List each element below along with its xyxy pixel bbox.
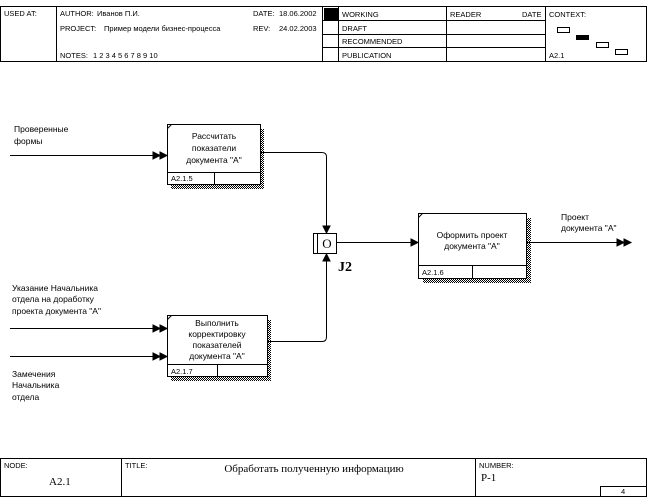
- arrow-label-line: Проект: [561, 212, 589, 222]
- arrowhead: [152, 352, 162, 361]
- node-label: NODE:: [4, 461, 28, 470]
- number-label: NUMBER:: [479, 461, 514, 470]
- arrowhead: [159, 324, 169, 333]
- arrow-label-line: Указание Начальника: [12, 283, 98, 293]
- activity-ref: A2.1.5: [171, 174, 193, 183]
- context-label: CONTEXT:: [549, 10, 586, 19]
- activity-label-line: Выполнить: [195, 318, 239, 328]
- author-label: AUTHOR:: [60, 9, 94, 18]
- activity-box-prepare[interactable]: Оформить проект документа "А" A2.1.6: [418, 213, 532, 284]
- activity-ref: A2.1.7: [171, 367, 193, 376]
- arrowhead: [616, 238, 626, 247]
- activity-label-line: показатели: [192, 143, 237, 153]
- activity-label-line: документа "А": [444, 241, 500, 251]
- arrowhead: [152, 324, 162, 333]
- arrowhead: [410, 238, 420, 247]
- diagram-title: Обработать полученную информацию: [224, 463, 403, 475]
- activity-label-line: корректировку: [188, 329, 246, 339]
- used-at-label: USED AT:: [4, 9, 37, 18]
- project-label: PROJECT:: [60, 24, 96, 33]
- arrow-label-line: Замечения: [12, 369, 56, 379]
- arrow-label-line: проекта документа "А": [12, 306, 101, 316]
- arrow-label-line: формы: [14, 136, 42, 146]
- arrow-fix-to-junction: [267, 261, 327, 342]
- status-working-checkbox[interactable]: [324, 8, 338, 20]
- junction-o-j2[interactable]: O J2: [313, 233, 353, 276]
- arrow-label-line: Проверенные: [14, 124, 69, 134]
- junction-symbol: O: [322, 236, 331, 251]
- activity-box-calculate[interactable]: Рассчитать показатели документа "А" A2.1…: [167, 124, 265, 190]
- number-value: P-1: [481, 472, 496, 484]
- status-working: WORKING: [342, 10, 379, 19]
- reader-label: READER: [450, 10, 482, 19]
- page-number: 4: [621, 487, 625, 496]
- context-thumbnail: [557, 27, 628, 55]
- arrowhead: [152, 151, 162, 160]
- footer-frame: NODE: A2.1 TITLE: Обработать полученную …: [0, 458, 647, 497]
- project-value: Пример модели бизнес-процесса: [104, 24, 221, 33]
- arrowhead: [623, 238, 633, 247]
- header-frame: USED AT: AUTHOR: Иванов П.И. PROJECT: Пр…: [0, 6, 647, 62]
- activity-label-line: Рассчитать: [192, 131, 237, 141]
- author-value: Иванов П.И.: [97, 9, 140, 18]
- node-value: A2.1: [49, 476, 71, 488]
- arrow-label-line: документа "А": [561, 223, 617, 233]
- date-value: 18.06.2002: [279, 9, 317, 18]
- title-label: TITLE:: [125, 461, 148, 470]
- status-publication: PUBLICATION: [342, 51, 391, 60]
- rev-value: 24.02.2003: [279, 24, 317, 33]
- status-draft: DRAFT: [342, 24, 367, 33]
- notes-value: 1 2 3 4 5 6 7 8 9 10: [93, 51, 158, 60]
- arrowhead: [159, 151, 169, 160]
- notes-label: NOTES:: [60, 51, 88, 60]
- arrows: [10, 151, 633, 361]
- reader-date-label: DATE: [522, 10, 541, 19]
- date-label: DATE:: [253, 9, 275, 18]
- status-recommended: RECOMMENDED: [342, 37, 403, 46]
- activity-box-correct[interactable]: Выполнить корректировку показателей доку…: [167, 315, 272, 382]
- arrow-labels: Проверенные формы Указание Начальника от…: [12, 124, 617, 402]
- context-node: A2.1: [549, 51, 564, 60]
- arrowhead: [322, 252, 331, 262]
- junction-label: J2: [338, 260, 352, 275]
- activity-label-line: документа "А": [189, 351, 245, 361]
- arrow-label-line: Начальника: [12, 380, 60, 390]
- arrowhead: [322, 225, 331, 235]
- arrow-label-line: отдела: [12, 392, 40, 402]
- rev-label: REV:: [253, 24, 270, 33]
- arrow-calc-to-junction: [260, 152, 327, 226]
- activity-label-line: показателей: [193, 340, 242, 350]
- activity-ref: A2.1.6: [422, 268, 444, 277]
- activity-label-line: Оформить проект: [437, 230, 508, 240]
- activity-label-line: документа "А": [186, 155, 242, 165]
- diagram-area: Рассчитать показатели документа "А" A2.1…: [10, 124, 633, 402]
- arrowhead: [159, 352, 169, 361]
- arrow-label-line: отдела на доработку: [12, 294, 95, 304]
